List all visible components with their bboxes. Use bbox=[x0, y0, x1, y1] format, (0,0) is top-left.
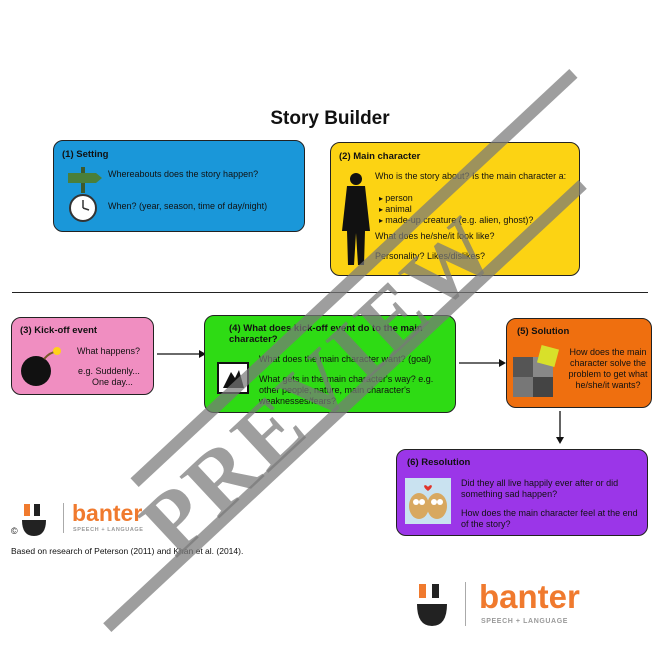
effect-question-obstacle: What gets in the main character's way? e… bbox=[259, 374, 434, 406]
silhouette-icon bbox=[342, 173, 370, 265]
resolution-question-ending: Did they all live happily ever after or … bbox=[461, 478, 619, 499]
option-creature: made-up creature (e.g. alien, ghost)? bbox=[379, 215, 533, 226]
copyright-symbol: © bbox=[11, 526, 18, 536]
solution-question: How does the main character solve the pr… bbox=[568, 347, 648, 390]
effect-question-goal: What does the main character want? (goal… bbox=[259, 354, 432, 364]
setting-question-when: When? (year, season, time of day/night) bbox=[108, 201, 268, 211]
puzzle-icon bbox=[513, 344, 560, 397]
effect-box: (4) What does kick-off event do to the m… bbox=[204, 315, 456, 413]
research-credit: Based on research of Peterson (2011) and… bbox=[11, 546, 244, 556]
owls-icon bbox=[405, 478, 451, 524]
kickoff-heading: (3) Kick-off event bbox=[20, 325, 98, 336]
banter-logo-text-large: banter bbox=[479, 578, 580, 615]
main-character-box: (2) Main character Who is the story abou… bbox=[330, 142, 580, 276]
kickoff-example-1: e.g. Suddenly... bbox=[78, 366, 140, 376]
banter-logo-text-small: banter bbox=[72, 500, 143, 526]
kickoff-example-2: One day... bbox=[92, 377, 133, 387]
main-character-heading: (2) Main character bbox=[339, 151, 421, 162]
page-title: Story Builder bbox=[270, 108, 390, 129]
solution-box: (5) Solution How does the main character… bbox=[506, 318, 652, 408]
main-character-options: person animal made-up creature (e.g. ali… bbox=[379, 193, 533, 226]
option-person: person bbox=[379, 193, 533, 204]
setting-heading: (1) Setting bbox=[62, 149, 109, 160]
banter-logo-tagline-small: SPEECH + LANGUAGE bbox=[73, 527, 144, 533]
banter-logo-mark-large bbox=[417, 584, 447, 626]
section-divider bbox=[12, 292, 648, 293]
main-character-question-personality: Personality? Likes/dislikes? bbox=[375, 251, 486, 261]
resolution-question-feeling: How does the main character feel at the … bbox=[461, 508, 638, 529]
option-animal: animal bbox=[379, 204, 533, 215]
main-character-question-who: Who is the story about? Is the main char… bbox=[375, 171, 567, 181]
arrow-kickoff-to-effect bbox=[157, 350, 206, 358]
kickoff-question: What happens? bbox=[77, 346, 141, 356]
kickoff-box: (3) Kick-off event What happens? e.g. Su… bbox=[11, 317, 154, 395]
solution-heading: (5) Solution bbox=[517, 326, 570, 337]
banter-logo-tagline-large: SPEECH + LANGUAGE bbox=[481, 618, 569, 625]
banter-logo-divider-small bbox=[63, 503, 64, 533]
arrow-effect-to-solution bbox=[459, 359, 506, 367]
watermark-band-upper bbox=[130, 69, 578, 487]
bomb-icon bbox=[21, 347, 61, 386]
resolution-heading: (6) Resolution bbox=[407, 457, 471, 468]
effect-heading: (4) What does kick-off event do to the m… bbox=[229, 323, 423, 345]
obstacle-icon bbox=[217, 362, 249, 394]
setting-question-where: Whereabouts does the story happen? bbox=[108, 169, 259, 179]
main-character-question-look: What does he/she/it look like? bbox=[375, 231, 495, 241]
signpost-icon bbox=[68, 167, 102, 193]
banter-logo-divider-large bbox=[465, 582, 466, 626]
clock-icon bbox=[69, 194, 97, 222]
resolution-box: (6) Resolution Did they all live happily… bbox=[396, 449, 648, 536]
arrow-solution-to-resolution bbox=[556, 411, 564, 444]
banter-logo-mark-small bbox=[22, 504, 46, 536]
setting-box: (1) Setting Whereabouts does the story h… bbox=[53, 140, 305, 232]
